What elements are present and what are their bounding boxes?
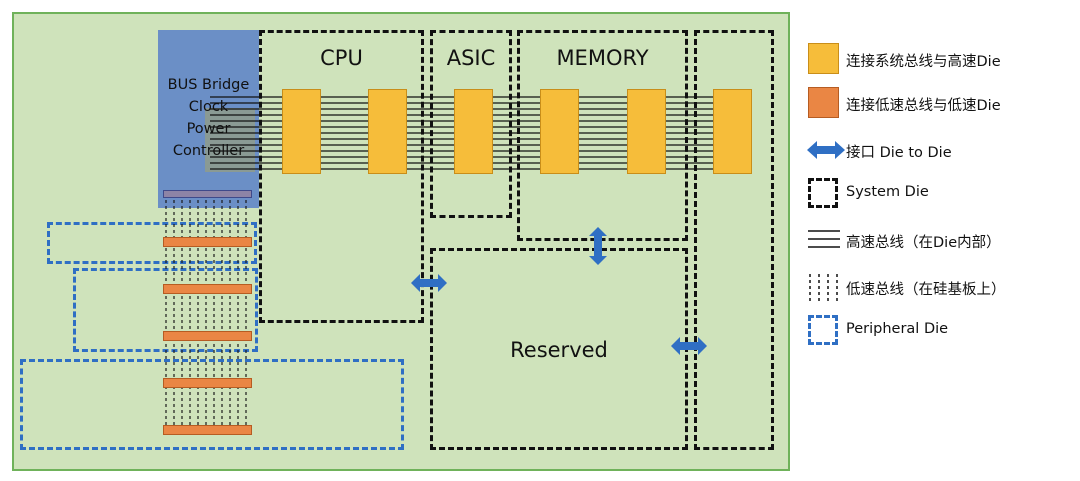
cpu-chip-2 bbox=[368, 89, 407, 174]
low-speed-chip-2 bbox=[163, 284, 252, 294]
legend-system-die: System Die bbox=[846, 184, 929, 200]
asic-label: ASIC bbox=[446, 46, 496, 70]
legend-interface-arrow-icon bbox=[807, 141, 845, 159]
legend-high-speed-die: 连接系统总线与高速Die bbox=[846, 54, 1001, 70]
legend-interface: 接口 Die to Die bbox=[846, 145, 952, 161]
legend-peripheral-die: Peripheral Die bbox=[846, 321, 949, 337]
low-speed-chip-4 bbox=[163, 378, 252, 388]
bridge-line-bus-bridge: BUS Bridge bbox=[167, 77, 250, 93]
system-die-extra bbox=[694, 30, 774, 450]
bridge-high-speed-port bbox=[205, 108, 255, 172]
system-die-cpu bbox=[259, 30, 424, 323]
legend-low-speed-die: 连接低速总线与低速Die bbox=[846, 98, 1001, 114]
legend-low-speed-bus-icon bbox=[809, 274, 838, 302]
asic-chip bbox=[454, 89, 493, 174]
legend-system-die-icon bbox=[808, 178, 838, 208]
interface-arrow-reserved-extra bbox=[671, 337, 707, 355]
peripheral-die-1 bbox=[47, 222, 257, 264]
cpu-label: CPU bbox=[320, 46, 363, 70]
bridge-low-speed-port bbox=[163, 190, 252, 198]
memory-label: MEMORY bbox=[556, 46, 649, 70]
memory-chip-2 bbox=[627, 89, 666, 174]
memory-chip-1 bbox=[540, 89, 579, 174]
interface-arrow-cpu-reserved bbox=[411, 274, 447, 292]
interface-arrow-memory-reserved bbox=[589, 227, 607, 265]
bridge-line-controller: Controller bbox=[172, 143, 245, 159]
legend-peripheral-die-icon bbox=[808, 315, 838, 345]
legend-orange-swatch bbox=[808, 87, 839, 118]
reserved-label: Reserved bbox=[510, 338, 608, 362]
low-speed-chip-5 bbox=[163, 425, 252, 435]
low-speed-chip-3 bbox=[163, 331, 252, 341]
legend-high-speed-bus: 高速总线（在Die内部） bbox=[846, 235, 1001, 251]
cpu-chip-1 bbox=[282, 89, 321, 174]
system-die-memory bbox=[517, 30, 688, 241]
peripheral-die-3 bbox=[20, 359, 404, 450]
legend-high-speed-bus-icon bbox=[808, 230, 840, 248]
system-die-asic bbox=[430, 30, 512, 218]
legend-low-speed-bus: 低速总线（在硅基板上） bbox=[846, 282, 1006, 298]
low-speed-chip-1 bbox=[163, 237, 252, 247]
legend-yellow-swatch bbox=[808, 43, 839, 74]
extra-die-chip bbox=[713, 89, 752, 174]
